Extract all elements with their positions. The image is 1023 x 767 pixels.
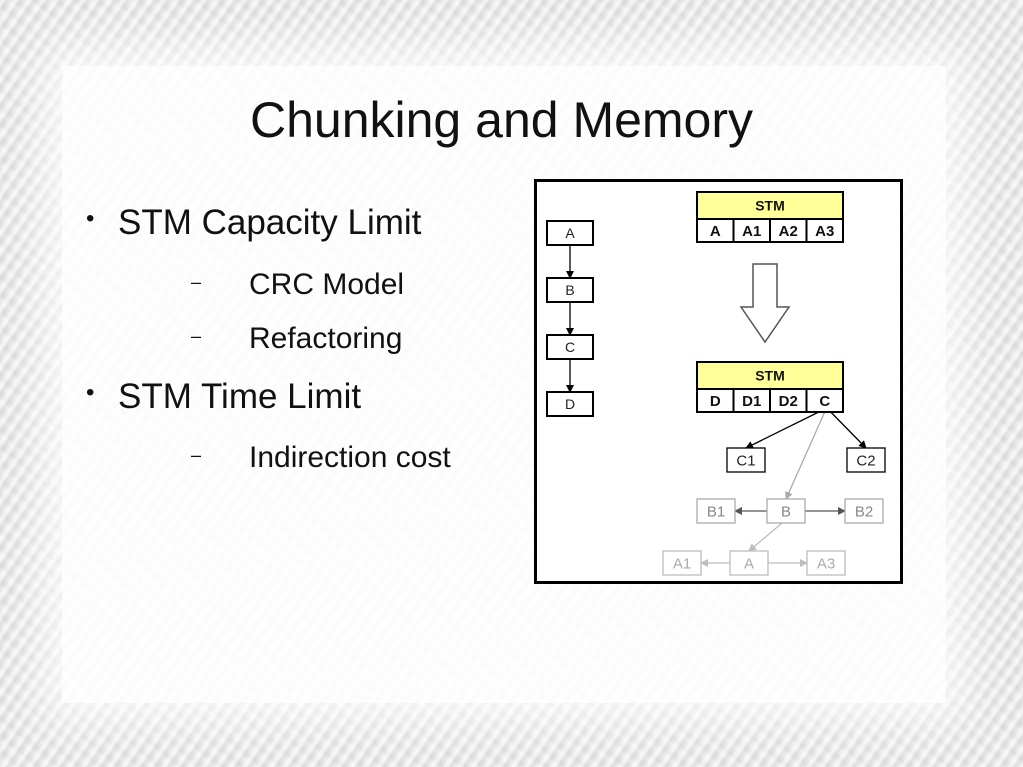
stm-after-cell: D2	[769, 388, 808, 413]
stm-to-c1-arrow	[745, 411, 820, 449]
chain-node-d: D	[546, 391, 594, 417]
slide-title: Chunking and Memory	[249, 92, 754, 148]
sub-bullet-crc-model: – CRC Model	[191, 268, 405, 302]
tree-node-a3: A3	[806, 550, 846, 576]
chain-node-a: A	[546, 220, 594, 246]
b-to-a-arrow	[748, 522, 783, 552]
sub-bullet-text: CRC Model	[249, 268, 405, 301]
svg-text:C1: C1	[736, 452, 755, 469]
bullet-text: STM Time Limit	[118, 377, 362, 416]
svg-text:B2: B2	[855, 503, 873, 520]
svg-text:B: B	[781, 503, 791, 520]
svg-text:B: B	[565, 282, 574, 298]
svg-text:A: A	[565, 225, 575, 241]
svg-text:D2: D2	[779, 393, 798, 410]
svg-text:STM: STM	[755, 368, 785, 384]
tree-node-a: A	[729, 550, 769, 576]
stm-after-header: STM	[696, 361, 844, 390]
svg-text:D1: D1	[742, 393, 761, 410]
dash-icon: –	[191, 326, 202, 346]
svg-text:STM: STM	[755, 198, 785, 214]
sub-bullet-text: Indirection cost	[249, 441, 451, 474]
bullet-icon: •	[86, 379, 95, 406]
stm-to-c2-arrow	[830, 411, 867, 449]
sub-bullet-text: Refactoring	[249, 322, 403, 355]
stm-before-header: STM	[696, 191, 844, 220]
svg-text:A1: A1	[742, 223, 761, 240]
dash-icon: –	[191, 445, 202, 465]
svg-text:D: D	[710, 393, 721, 410]
stm-before-cell: A2	[769, 218, 808, 243]
chain-node-c: C	[546, 334, 594, 360]
svg-text:C: C	[565, 339, 575, 355]
big-down-arrow	[739, 263, 791, 344]
svg-text:A: A	[710, 223, 721, 240]
bullet-icon: •	[86, 205, 95, 232]
svg-text:A: A	[744, 555, 754, 572]
stm-to-b-arrow	[785, 411, 826, 500]
tree-node-b1: B1	[696, 498, 736, 524]
tree-node-a1: A1	[662, 550, 702, 576]
svg-text:C: C	[819, 393, 830, 410]
tree-node-b: B	[766, 498, 806, 524]
tree-node-c1: C1	[726, 447, 766, 473]
svg-text:A3: A3	[817, 555, 835, 572]
svg-text:A3: A3	[815, 223, 834, 240]
svg-text:C2: C2	[856, 452, 875, 469]
stm-before-cell: A	[696, 218, 735, 243]
tree-node-c2: C2	[846, 447, 886, 473]
bullet-text: STM Capacity Limit	[118, 203, 422, 242]
stm-after-cell: C	[805, 388, 844, 413]
sub-bullet-indirection-cost: – Indirection cost	[191, 441, 451, 475]
stm-after-cell: D	[696, 388, 735, 413]
dash-icon: –	[191, 272, 202, 292]
bullet-stm-time: • STM Time Limit	[86, 377, 362, 417]
stm-before-cell: A1	[732, 218, 771, 243]
svg-text:B1: B1	[707, 503, 725, 520]
bullet-stm-capacity: • STM Capacity Limit	[86, 203, 422, 243]
svg-text:A1: A1	[673, 555, 691, 572]
stm-after-cell: D1	[732, 388, 771, 413]
svg-text:D: D	[565, 396, 575, 412]
tree-node-b2: B2	[844, 498, 884, 524]
stm-before-cell: A3	[805, 218, 844, 243]
sub-bullet-refactoring: – Refactoring	[191, 322, 403, 356]
svg-text:A2: A2	[779, 223, 798, 240]
chain-node-b: B	[546, 277, 594, 303]
